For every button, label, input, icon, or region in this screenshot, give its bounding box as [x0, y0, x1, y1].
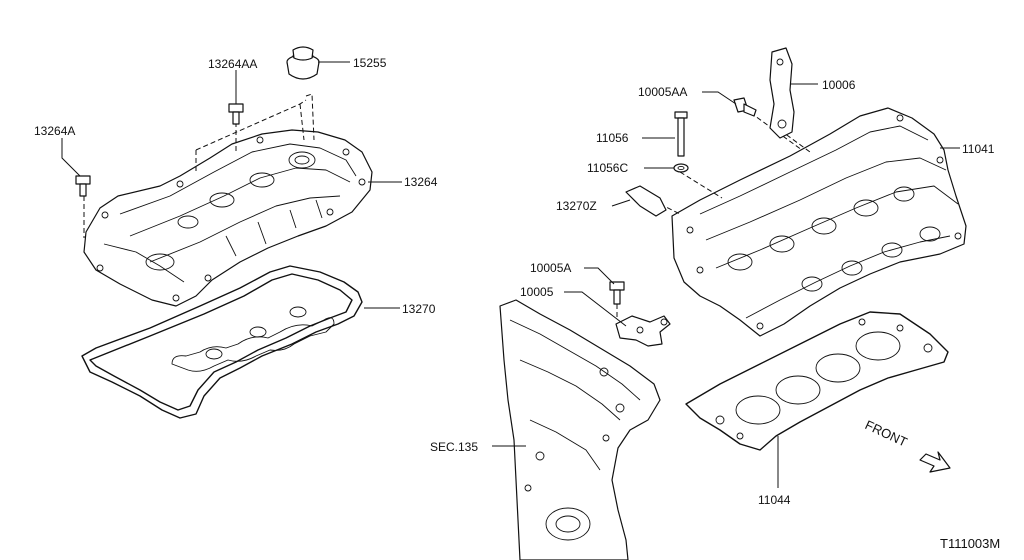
bolt-13264A	[75, 175, 91, 197]
engine-slinger-10005	[615, 315, 671, 347]
label-13264: 13264	[404, 175, 438, 189]
rocker-cover-gasket	[81, 265, 363, 419]
front-arrow-icon	[919, 451, 951, 473]
oil-filler-cap	[286, 46, 320, 80]
cap-15255-line	[305, 93, 315, 141]
leader-10005AA	[702, 91, 737, 105]
label-10005AA: 10005AA	[638, 85, 687, 99]
front-cover	[499, 299, 661, 560]
cylinder-head-gasket	[685, 311, 949, 451]
leader-13270Z	[611, 199, 631, 207]
label-10006: 10006	[822, 78, 856, 92]
bolt-13264AA	[228, 103, 244, 125]
leader-10005	[564, 291, 627, 327]
label-10005: 10005	[520, 285, 554, 299]
bolt-11056	[674, 111, 688, 157]
label-13264AA: 13264AA	[208, 57, 257, 71]
label-13270Z: 13270Z	[556, 199, 597, 213]
label-13264A: 13264A	[34, 124, 75, 138]
plate-13270Z	[625, 185, 667, 217]
label-SEC135: SEC.135	[430, 440, 478, 454]
cylinder-head	[671, 107, 967, 337]
label-10005A: 10005A	[530, 261, 571, 275]
washer-11056C	[673, 163, 689, 173]
label-11044: 11044	[758, 493, 791, 507]
engine-slinger-10006	[769, 47, 795, 139]
leader-13264A	[61, 138, 81, 177]
cover-assembly-lines	[195, 99, 307, 172]
bolt-10005A	[609, 281, 625, 305]
bracket-10006-line	[779, 129, 811, 153]
front-direction-marker: FRONT	[863, 417, 951, 473]
label-11056: 11056	[596, 131, 629, 145]
label-11041: 11041	[962, 142, 995, 156]
bolt-11056-line	[679, 171, 723, 199]
rocker-cover	[83, 129, 373, 307]
bolt-10005AA	[733, 97, 757, 117]
label-15255: 15255	[353, 56, 387, 70]
front-label: FRONT	[863, 417, 910, 450]
label-13270: 13270	[402, 302, 436, 316]
leader-10005A	[584, 267, 615, 285]
figure-code: T111003M	[940, 536, 1000, 551]
label-11056C: 11056C	[587, 161, 628, 175]
